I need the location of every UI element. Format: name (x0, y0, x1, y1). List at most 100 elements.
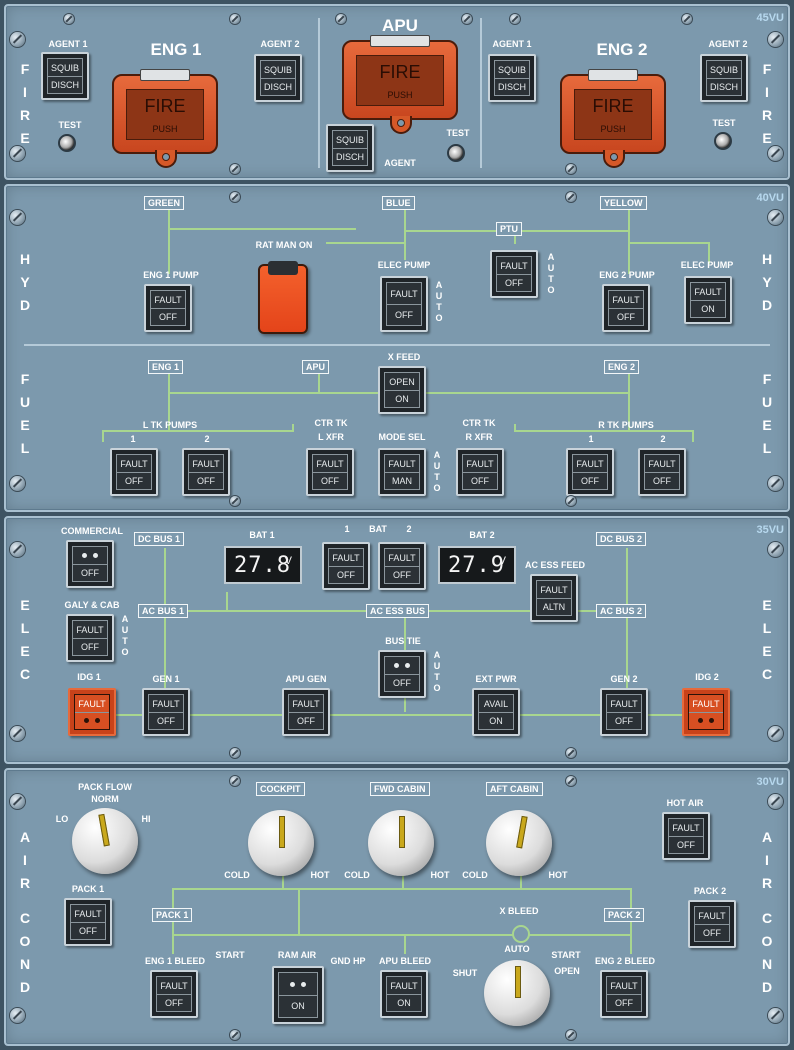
hyd-blue-line (404, 208, 406, 260)
apu-bleed-label: APU BLEED (378, 956, 431, 966)
l-tk-pump2-number: 2 (204, 434, 210, 444)
panel-screw (682, 14, 692, 24)
elec-panel: 35VU E L E C E L E C COMMERCIAL OFF DC B… (4, 516, 790, 764)
panel-screw (10, 146, 25, 161)
eng1-bleed-label: ENG 1 BLEED (144, 956, 205, 966)
hyd-panel-id: 40VU (756, 192, 784, 204)
hyd-fuel-divider (24, 344, 770, 346)
bat2-voltage-display: 27.9 V (438, 546, 516, 584)
eng1-fire-test-button[interactable] (58, 134, 76, 152)
galy-cab-label: GALY & CAB (64, 600, 120, 610)
air-panel-id: 30VU (756, 776, 784, 788)
ac-bus2-label: AC BUS 2 (596, 604, 647, 618)
panel-screw (566, 496, 576, 506)
commercial-button[interactable]: OFF (66, 540, 114, 588)
eng2-fire-test-button[interactable] (714, 132, 732, 150)
panel-screw (768, 476, 783, 491)
fwd-cabin-label: FWD CABIN (370, 782, 430, 796)
eng2-bleed-label: ENG 2 BLEED (594, 956, 655, 966)
idg1-guarded-button[interactable]: FAULT (68, 688, 116, 736)
bus-tie-label: BUS TIE (385, 636, 421, 646)
r-tk-pumps-label: R TK PUMPS (598, 420, 654, 430)
idg2-guarded-button[interactable]: FAULT (682, 688, 730, 736)
ram-air-label: RAM AIR (277, 950, 317, 960)
eng2-fire-handle[interactable]: FIRE PUSH (560, 69, 666, 168)
fuel-side-label-left: F U E L (19, 371, 31, 456)
pack2-duct-label: PACK 2 (604, 908, 645, 922)
ram-air-guarded-button[interactable]: ON (272, 966, 324, 1024)
apu-test-label: TEST (446, 128, 470, 138)
apu-fire-handle[interactable]: FIRE PUSH (342, 35, 458, 134)
x-bleed-shut-label: SHUT (452, 968, 478, 978)
aft-cabin-temp-selector[interactable] (486, 810, 552, 876)
panel-screw (230, 164, 240, 174)
panel-screw (10, 794, 25, 809)
xfeed-label: X FEED (387, 352, 421, 362)
fire-separator-right (480, 18, 482, 168)
galy-cab-auto-label: A U T O (121, 614, 129, 657)
ctr-tk-right-label: CTR TK (462, 418, 496, 428)
bus-tie-button[interactable]: OFF (378, 650, 426, 698)
eng2-agent2-label: AGENT 2 (708, 39, 748, 49)
pack-flow-selector[interactable] (72, 808, 138, 874)
air-apu-drop (404, 934, 406, 954)
air-side-label-right: A I R C O N D (761, 829, 773, 995)
panel-screw (566, 1030, 576, 1040)
panel-screw (768, 32, 783, 47)
gnd-hp-label: GND HP (330, 956, 366, 966)
x-bleed-selector[interactable] (484, 960, 550, 1026)
hyd-yellow-line (628, 208, 630, 274)
eng1-fire-handle[interactable]: FIRE PUSH (112, 69, 218, 168)
rat-man-on-guarded-button[interactable] (258, 261, 308, 334)
bat1-label: BAT 1 (249, 530, 275, 540)
panel-screw (10, 476, 25, 491)
panel-screw (566, 164, 576, 174)
hyd-fuel-panel: 40VU H Y D H Y D GREEN BLUE YELLOW PTU R… (4, 184, 790, 512)
panel-screw (10, 32, 25, 47)
hyd-yellow-elec-drop (708, 242, 710, 264)
pack-flow-norm-label: NORM (91, 794, 119, 804)
air-ram-drop (298, 888, 300, 934)
elec-panel-id: 35VU (756, 524, 784, 536)
fwd-cabin-temp-selector[interactable] (368, 810, 434, 876)
fire-separator-left (318, 18, 320, 168)
apu-gen-label: APU GEN (285, 674, 327, 684)
fuel-ltk-left-drop (102, 430, 104, 442)
cockpit-temp-selector[interactable] (248, 810, 314, 876)
apu-fire-test-button[interactable] (447, 144, 465, 162)
hyd-ptu-drop (514, 230, 516, 244)
